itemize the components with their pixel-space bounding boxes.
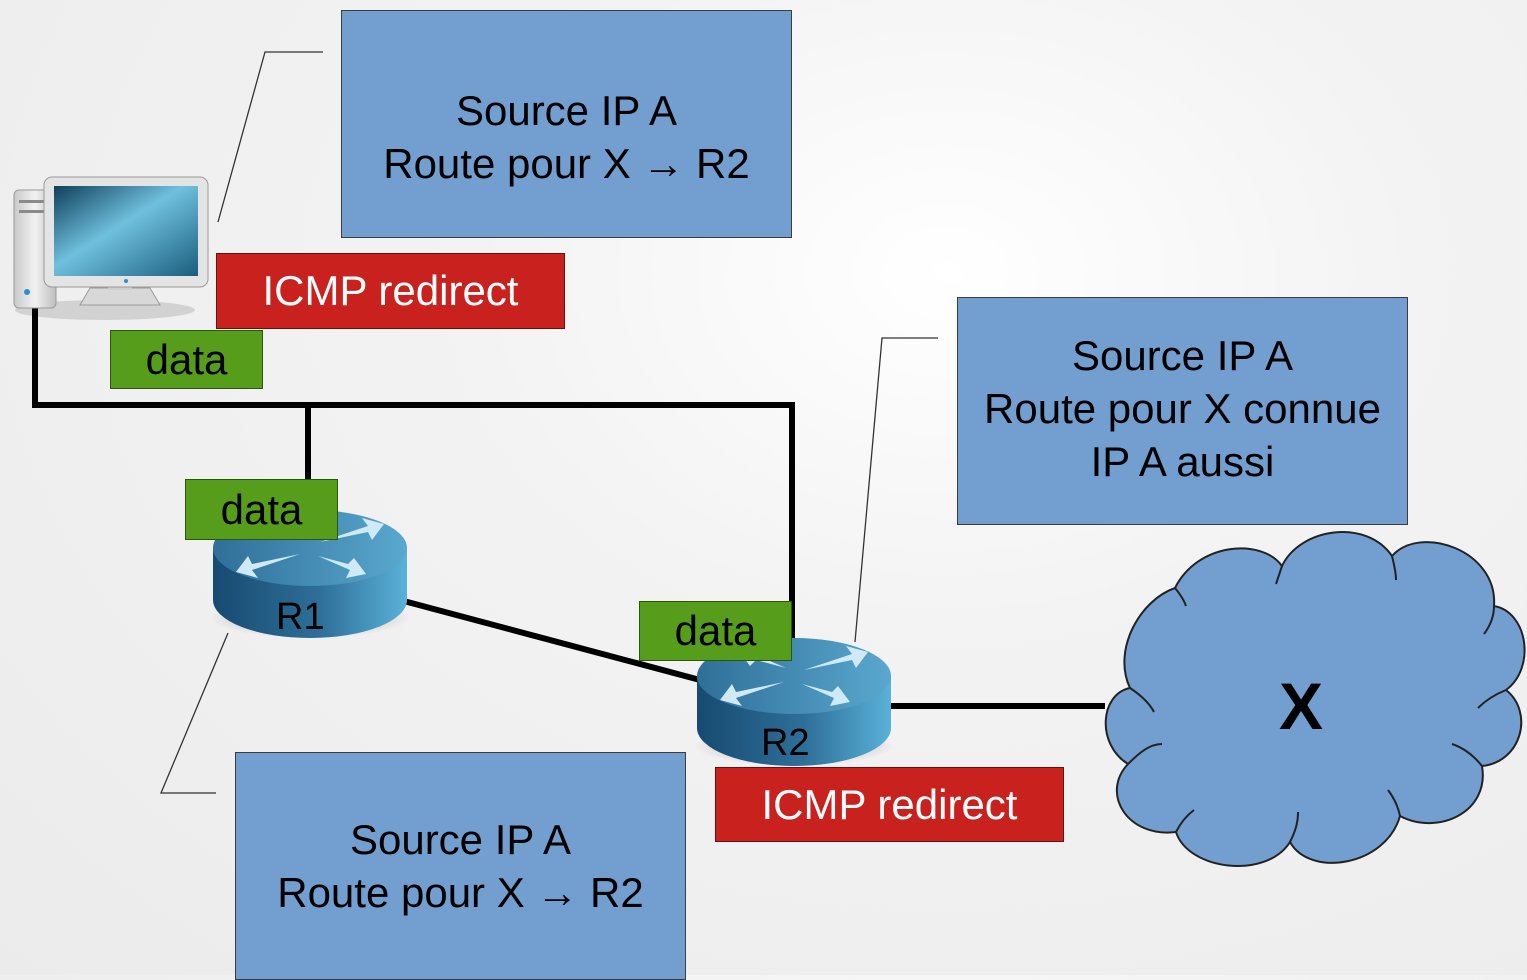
r1-note: Source IP A Route pour X → R2 bbox=[235, 752, 686, 980]
link-r1-r2 bbox=[399, 597, 701, 683]
callout-lines bbox=[160, 51, 938, 794]
callout-r1 bbox=[160, 632, 229, 794]
data-host-tag: data bbox=[110, 330, 263, 389]
network-links bbox=[32, 300, 1105, 709]
computer-icon bbox=[13, 176, 209, 320]
host-note-line-1: Source IP A bbox=[455, 87, 678, 134]
router-r2-label: R2 bbox=[761, 722, 810, 764]
icmp-redirect-host-tag: ICMP redirect bbox=[216, 253, 565, 329]
r2-note-line-1: Source IP A bbox=[1071, 332, 1294, 379]
cloud-label: X bbox=[1279, 669, 1324, 743]
link-host-bus bbox=[32, 300, 795, 638]
data-r1-tag: data bbox=[185, 479, 338, 540]
router-r1-label: R1 bbox=[276, 596, 325, 638]
callout-r2 bbox=[854, 337, 938, 643]
host-note-line-2: Route pour X → R2 bbox=[383, 140, 750, 187]
r2-note-line-2: Route pour X connue bbox=[984, 385, 1381, 432]
r2-note-line-3: IP A aussi bbox=[1090, 438, 1275, 485]
cloud-icon bbox=[1104, 531, 1526, 867]
icmp-redirect-r2-tag: ICMP redirect bbox=[715, 767, 1064, 842]
host-note: Source IP A Route pour X → R2 bbox=[341, 10, 792, 238]
callout-host bbox=[217, 51, 323, 223]
data-r2-tag: data bbox=[639, 601, 792, 661]
r2-note: Source IP A Route pour X connue IP A aus… bbox=[957, 297, 1408, 525]
r1-note-line-1: Source IP A bbox=[349, 816, 572, 863]
r1-note-line-2: Route pour X → R2 bbox=[277, 869, 644, 916]
